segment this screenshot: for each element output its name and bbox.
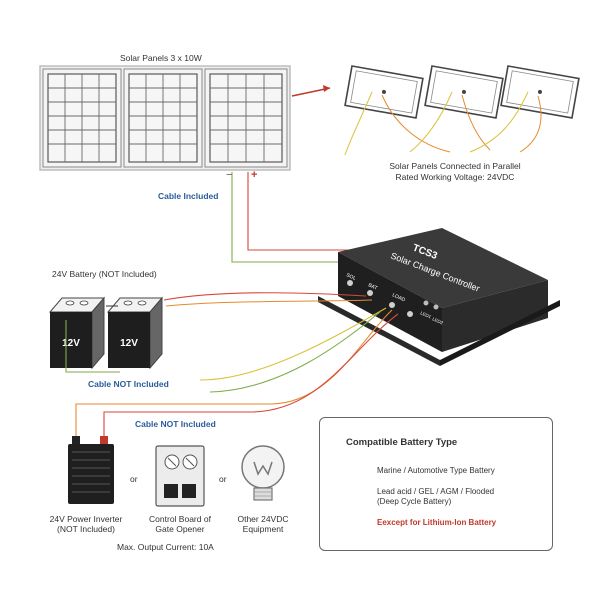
gate-opener-board xyxy=(155,445,205,507)
compatible-row-lithium-warning: Eexcept for Lithium-Ion Battery xyxy=(377,518,497,527)
other-caption-line1: Other 24VDC xyxy=(237,514,289,524)
bulb-icon xyxy=(241,445,285,501)
parallel-caption-line1: Solar Panels Connected in Parallel xyxy=(389,161,521,171)
inverter-caption-line2: (NOT Included) xyxy=(57,524,115,534)
solar-panel xyxy=(123,68,203,168)
parallel-panels-illustration xyxy=(344,65,580,156)
battery-voltage: 12V xyxy=(120,338,138,349)
power-inverter xyxy=(68,436,114,504)
port-bat-label: BAT xyxy=(367,282,378,291)
plus-sign: + xyxy=(251,169,258,181)
cable-not-included-label: Cable NOT Included xyxy=(88,379,169,389)
charge-controller: TCS3 Solar Charge Controller SOL BAT LOA… xyxy=(318,228,560,366)
port-sol-label: SOL xyxy=(345,272,357,282)
port-load-label: LOAD xyxy=(391,292,406,303)
or-separator: or xyxy=(130,474,138,484)
max-current-label: Max. Output Current: 10A xyxy=(117,542,214,552)
led2-label: LED2 xyxy=(432,316,445,325)
cable-included-label: Cable Included xyxy=(158,191,219,201)
compatible-row-marine: Marine / Automotive Type Battery xyxy=(377,466,495,475)
compatible-title: Compatible Battery Type xyxy=(346,437,458,448)
gate-caption-line1: Control Board of xyxy=(149,514,211,524)
minus-sign: − xyxy=(226,169,233,181)
or-separator: or xyxy=(219,474,227,484)
battery-voltage: 12V xyxy=(62,338,80,349)
battery: 12V xyxy=(48,296,106,370)
parallel-caption-line2: Rated Working Voltage: 24VDC xyxy=(395,172,515,182)
load-wires xyxy=(75,307,399,440)
inverter-caption-line1: 24V Power Inverter xyxy=(49,514,123,524)
other-caption-line2: Equipment xyxy=(242,524,284,534)
battery: 12V xyxy=(106,296,164,370)
battery-caption: 24V Battery (NOT Included) xyxy=(52,269,157,279)
led1-label: LED1 xyxy=(420,310,433,319)
cable-not-included-label: Cable NOT Included xyxy=(135,419,216,429)
solar-panel-array xyxy=(39,65,291,171)
solar-panel xyxy=(204,68,288,168)
compatible-row-lead-acid: Lead acid / GEL / AGM / Flooded xyxy=(377,487,495,496)
compatible-battery-panel: Compatible Battery Type Marine / Automot… xyxy=(319,417,553,551)
battery-wires xyxy=(65,292,373,373)
compatible-row-deep-cycle: (Deep Cycle Battery) xyxy=(377,497,452,506)
gate-caption-line2: Gate Opener xyxy=(155,524,205,534)
solar-panels-title: Solar Panels 3 x 10W xyxy=(120,53,202,63)
solar-panel xyxy=(42,68,122,168)
